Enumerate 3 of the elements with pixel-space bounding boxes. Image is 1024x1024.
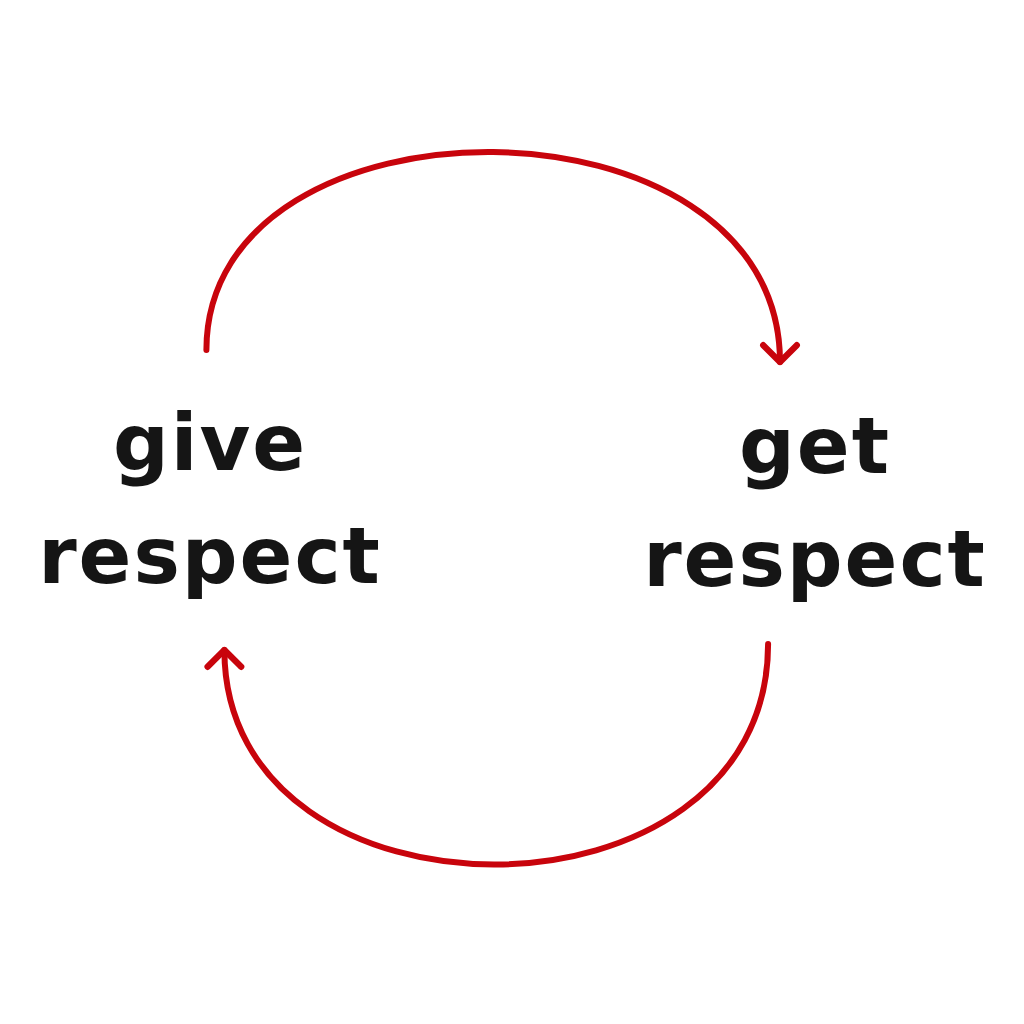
node-label: get respect <box>642 399 988 606</box>
curved-arrow <box>207 641 772 868</box>
node-label: give respect <box>37 396 383 603</box>
